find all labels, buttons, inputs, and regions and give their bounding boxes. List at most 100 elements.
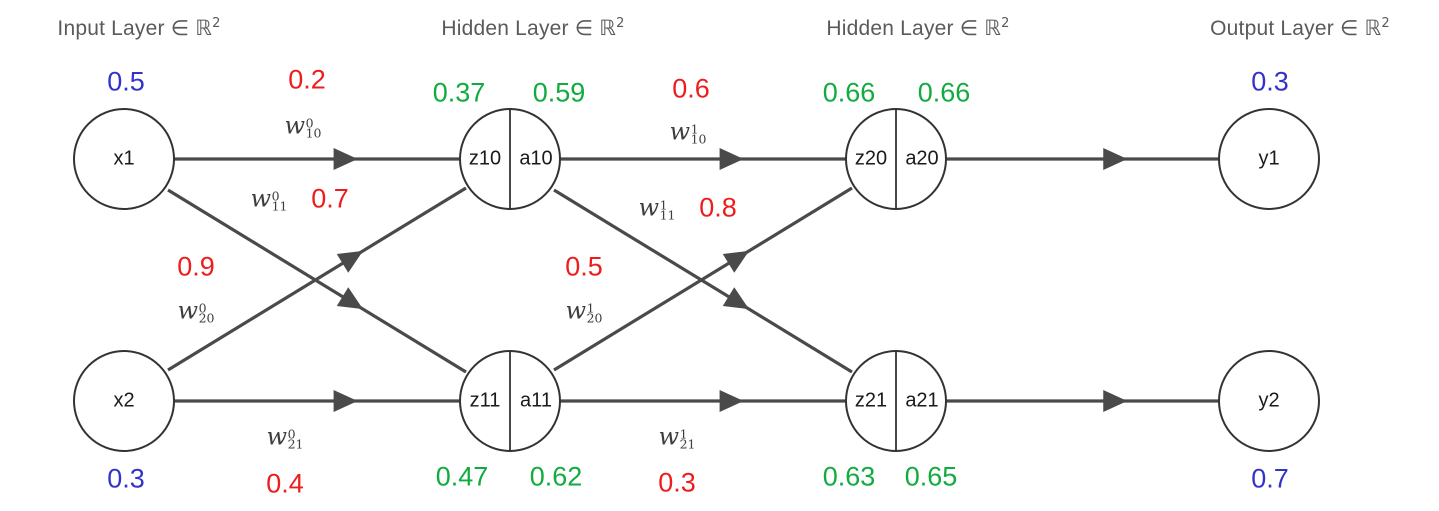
edges-group [167,148,1219,412]
node-y1[interactable] [1218,108,1320,210]
weight-label-w1-10-superscript: 1 [690,122,699,138]
value-x2: 0.3 [107,463,145,494]
weight-label-w0-20-superscript: 0 [198,301,207,317]
hidden-layer-1-title-space: ℝ2 [599,16,625,40]
weight-label-w0-10-superscript: 0 [305,116,314,132]
weight-label-w1-11-subscript: 11 [659,207,676,223]
edge-x2-h11-arrowhead [333,390,358,412]
value-z21: 0.63 [822,461,876,492]
value-z20: 0.66 [822,77,876,108]
value-z10: 0.37 [432,77,486,108]
edge-x1-h11 [167,188,467,374]
node-label-h10-a: a10 [519,147,553,170]
weight-label-w1-21-subscript: 21 [679,436,696,452]
weight-label-w0-11-base: w [250,184,272,213]
value-x1: 0.5 [107,66,145,97]
weight-label-w1-10-subscript: 10 [690,131,707,147]
output-layer-title: Output Layer ∈ ℝ2 [1210,16,1390,41]
output-layer-title-dim: 2 [1381,16,1390,31]
weight-label-w0-21-base: w [266,422,288,451]
hidden-layer-2-title-dim: 2 [1001,16,1010,31]
hidden-layer-2-title-space: ℝ2 [984,16,1010,40]
weight-label-w1-20-superscript: 1 [586,301,595,317]
node-label-x2: x2 [113,389,135,412]
weight-label-w1-20-base: w [565,296,587,325]
value-z11: 0.47 [435,461,489,492]
value-a20: 0.66 [917,77,971,108]
weight-label-w0-10-base: w [284,111,306,140]
edge-h10-h21 [553,188,853,374]
weight-label-w1-10-base: w [669,117,691,146]
weight-label-w0-21-superscript: 0 [287,427,296,443]
node-x1[interactable] [73,108,175,210]
output-layer-title-space: ℝ2 [1364,16,1390,40]
value-w0-21: 0.4 [266,468,304,499]
node-x2[interactable] [73,350,175,452]
weight-label-w0-20-base: w [177,296,199,325]
node-label-y1: y1 [1258,147,1280,170]
edge-x1-h10-arrowhead [333,148,358,170]
value-w1-21: 0.3 [658,467,696,498]
node-label-y2: y2 [1258,389,1280,412]
input-layer-title-text: Input Layer ∈ [57,17,196,40]
hidden-layer-1-title-text: Hidden Layer ∈ [441,17,600,40]
hidden-layer-2-title: Hidden Layer ∈ ℝ2 [826,16,1009,41]
value-w1-11: 0.8 [699,192,737,223]
weight-label-w0-10-subscript: 10 [305,125,322,141]
node-y2[interactable] [1218,350,1320,452]
input-layer-title-dim: 2 [212,16,221,31]
node-label-h21-z: z21 [854,389,888,412]
value-w0-10: 0.2 [288,64,326,95]
weight-label-w0-21-subscript: 21 [287,436,304,452]
node-label-h11-a: a11 [520,389,552,412]
node-label-x1: x1 [113,147,135,170]
node-label-h20-z: z20 [854,147,888,170]
weight-label-w0-11-superscript: 0 [271,189,280,205]
value-w1-20: 0.5 [565,251,603,282]
value-y2: 0.7 [1251,463,1289,494]
input-layer-title-space: ℝ2 [195,16,221,40]
weight-label-w1-20-subscript: 20 [586,310,603,326]
edge-h11-h20 [553,186,853,372]
value-a10: 0.59 [532,77,586,108]
edge-h20-y1-arrowhead [1103,148,1128,170]
edge-h10-h21-arrowhead [722,287,750,310]
edge-h21-y2-arrowhead [1103,390,1128,412]
value-w0-20: 0.9 [177,251,215,282]
weight-label-w1-11-superscript: 1 [659,198,668,214]
edge-h11-h21-arrowhead [719,390,744,412]
edge-x2-h10-arrowhead [336,250,364,273]
value-w0-11: 0.7 [311,183,349,214]
hidden-layer-1-title: Hidden Layer ∈ ℝ2 [441,16,624,41]
value-w1-10: 0.6 [672,73,710,104]
edge-x2-h10 [167,186,467,372]
value-y1: 0.3 [1251,66,1289,97]
weight-label-w1-11-base: w [638,193,660,222]
value-a11: 0.62 [529,461,583,492]
output-layer-title-text: Output Layer ∈ [1210,17,1365,40]
weight-label-w0-11-subscript: 11 [271,198,288,214]
edge-x1-h11-arrowhead [336,287,364,310]
edge-h10-h20-arrowhead [719,148,744,170]
weight-label-w1-21-superscript: 1 [679,427,688,443]
node-label-h20-a: a20 [905,147,939,170]
edge-h11-h20-arrowhead [722,250,750,273]
node-label-h21-a: a21 [905,389,939,412]
input-layer-title: Input Layer ∈ ℝ2 [57,16,220,41]
weight-label-w1-21-base: w [658,422,680,451]
value-a21: 0.65 [904,461,958,492]
hidden-layer-1-title-dim: 2 [616,16,625,31]
node-label-h10-z: z10 [468,147,502,170]
node-label-h11-z: z11 [469,389,501,412]
hidden-layer-2-title-text: Hidden Layer ∈ [826,17,985,40]
